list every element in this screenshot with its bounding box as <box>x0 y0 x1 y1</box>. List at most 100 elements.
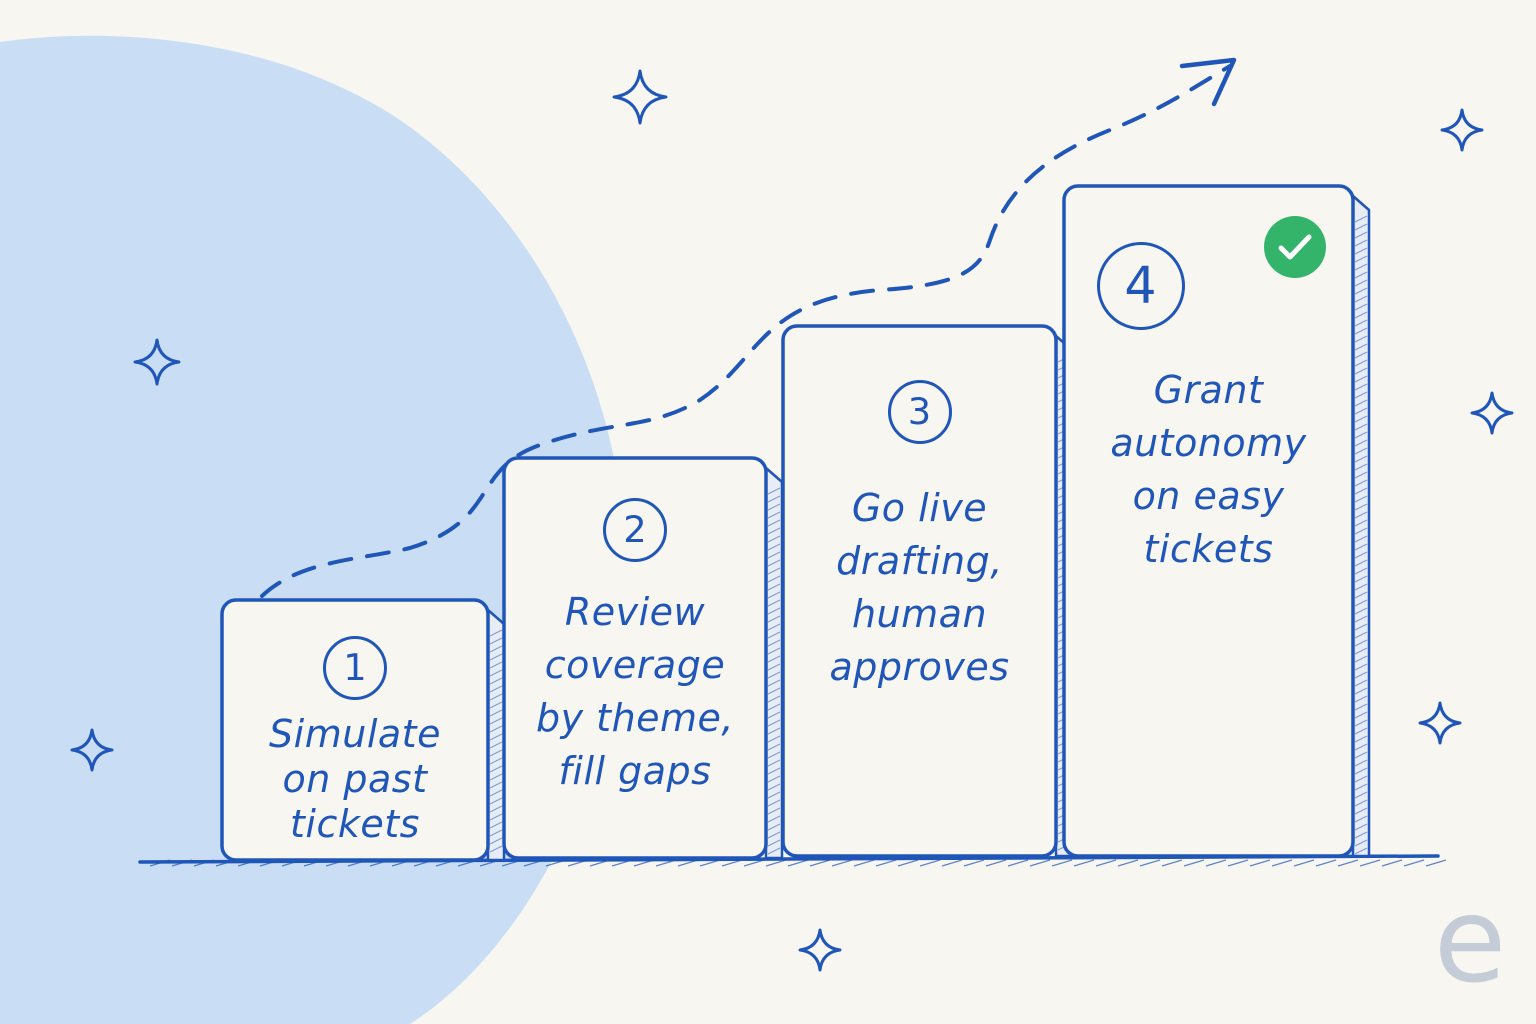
step-label-line: coverage <box>544 643 726 687</box>
step-label-line: by theme, <box>535 696 735 740</box>
step-side-hatch <box>767 495 781 503</box>
step-side-hatch <box>1354 503 1368 511</box>
step-side-hatch <box>1354 743 1368 751</box>
step-side-hatch <box>767 519 781 527</box>
step-side-hatch <box>1354 639 1368 647</box>
step-side-hatch <box>1354 327 1368 335</box>
step-side-hatch <box>489 757 503 765</box>
step-label-line: tickets <box>1143 527 1274 571</box>
step-side-hatch <box>1354 279 1368 287</box>
step-side-hatch <box>489 661 503 669</box>
step-side-hatch <box>767 599 781 607</box>
step-label-line: approves <box>829 645 1010 689</box>
ground-hatch <box>149 859 171 867</box>
step-side-hatch <box>767 631 781 639</box>
step-side-hatch <box>1354 391 1368 399</box>
step-side-hatch <box>1354 423 1368 431</box>
step-side-hatch <box>1354 543 1368 551</box>
step-label-line: on easy <box>1132 474 1285 518</box>
step-side-hatch <box>1354 647 1368 655</box>
step-side-hatch <box>489 733 503 741</box>
sparkle-icon <box>133 338 181 386</box>
ground-hatch <box>1139 859 1161 867</box>
step-side-hatch <box>1354 527 1368 535</box>
step-side-hatch <box>1354 535 1368 543</box>
check-circle-icon <box>1264 216 1326 278</box>
step-side-hatch <box>1354 471 1368 479</box>
ground-hatch <box>589 859 611 867</box>
step-side-hatch <box>1354 439 1368 447</box>
step-side-hatch <box>1354 287 1368 295</box>
step-side-hatch <box>767 575 781 583</box>
step-side-hatch <box>1354 335 1368 343</box>
step-side-hatch <box>1354 263 1368 271</box>
step-side-hatch <box>767 535 781 543</box>
step-side-hatch <box>1354 479 1368 487</box>
ground-hatch <box>611 859 633 867</box>
step-side-hatch <box>1354 775 1368 783</box>
step-side-hatch <box>489 749 503 757</box>
step-side-hatch <box>489 829 503 837</box>
ground-hatch <box>919 859 941 867</box>
ground-hatch <box>1249 859 1271 867</box>
ground-hatch <box>853 859 875 867</box>
step-side-hatch <box>1354 311 1368 319</box>
ground-hatch <box>193 859 215 867</box>
step-block-2 <box>502 456 784 860</box>
ground-hatch <box>1073 859 1095 867</box>
step-side-hatch <box>1354 231 1368 239</box>
step-side-hatch <box>1354 615 1368 623</box>
ground-hatch <box>809 859 831 867</box>
ground-hatch <box>1117 859 1139 867</box>
step-side-hatch <box>767 583 781 591</box>
sparkle-icon <box>70 728 114 772</box>
ground-hatch <box>1205 859 1227 867</box>
ground-hatch <box>1293 859 1315 867</box>
step-front-face <box>502 456 768 860</box>
step-side-hatch <box>1354 407 1368 415</box>
step-side-hatch <box>1354 711 1368 719</box>
ground-hatch <box>743 859 765 867</box>
step-side-hatch <box>767 767 781 775</box>
ground-hatch <box>567 859 589 867</box>
ground-hatch <box>1271 859 1293 867</box>
step-side-hatch <box>1354 767 1368 775</box>
step-side-hatch <box>1354 583 1368 591</box>
step-side-hatch <box>767 751 781 759</box>
ground-hatch <box>655 859 677 867</box>
step-side-hatch <box>767 503 781 511</box>
step-side-hatch <box>489 693 503 701</box>
step-side-hatch <box>489 653 503 661</box>
step-side-hatch <box>767 847 781 855</box>
ground-hatch <box>1095 859 1117 867</box>
step-side-hatch <box>1354 551 1368 559</box>
step-side-hatch <box>1354 719 1368 727</box>
step-side-hatch <box>1354 575 1368 583</box>
step-side-hatch <box>1354 239 1368 247</box>
step-side-hatch <box>767 551 781 559</box>
step-side-hatch <box>489 741 503 749</box>
step-side-hatch <box>489 701 503 709</box>
step-side-hatch <box>1354 751 1368 759</box>
step-side-hatch <box>1354 415 1368 423</box>
step-side-hatch <box>1354 839 1368 847</box>
sparkle-icon <box>612 69 668 125</box>
step-side-hatch <box>1354 447 1368 455</box>
ground-hatch <box>171 859 193 867</box>
step-side-hatch <box>767 807 781 815</box>
ground-hatch <box>1359 859 1381 867</box>
step-label-line: Go live <box>851 486 988 530</box>
ground-hatch <box>985 859 1007 867</box>
step-side-hatch <box>1354 847 1368 855</box>
step-side-hatch <box>1354 255 1368 263</box>
step-label-line: autonomy <box>1110 421 1307 465</box>
step-side-hatch <box>1354 495 1368 503</box>
step-side-hatch <box>767 783 781 791</box>
step-side-hatch <box>767 695 781 703</box>
step-side-hatch <box>767 615 781 623</box>
step-side-hatch <box>767 487 781 495</box>
step-side-hatch <box>489 717 503 725</box>
